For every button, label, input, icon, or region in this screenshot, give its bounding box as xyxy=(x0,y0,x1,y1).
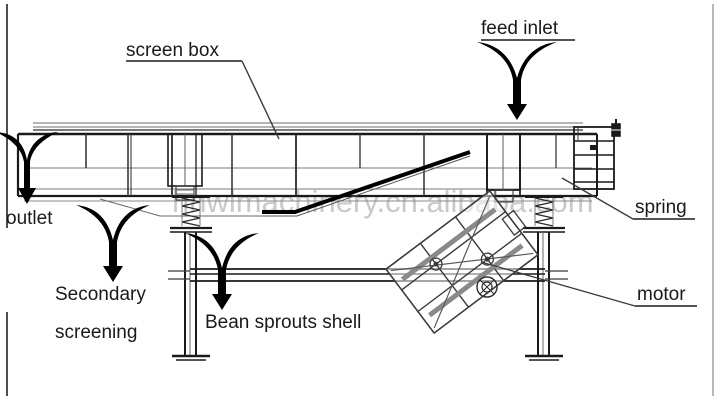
outlet-arrow-icon xyxy=(0,132,58,204)
left-spring-coil xyxy=(170,196,212,233)
page-border xyxy=(6,4,714,396)
right-spring-coil xyxy=(523,196,565,233)
callout-screen-box: screen box xyxy=(126,40,280,140)
leader-screen-box xyxy=(241,60,280,140)
leader-spring xyxy=(561,177,634,220)
callout-motor: motor xyxy=(480,261,697,307)
callout-bean-sprouts-shell: Bean sprouts shell xyxy=(185,233,361,333)
secondary-screening-arrow-icon xyxy=(76,205,150,282)
label-motor: motor xyxy=(637,284,686,305)
label-secondary-screening-line1: Secondary xyxy=(55,284,146,305)
vibrating-motor-assembly xyxy=(384,189,540,335)
feed-inlet-arrow-icon xyxy=(477,42,557,120)
right-end-stepped-housing xyxy=(573,119,622,190)
callout-secondary-screening: Secondary screening xyxy=(55,205,150,343)
bean-sprouts-shell-arrow-icon xyxy=(185,233,259,310)
callout-outlet: outlet xyxy=(0,132,58,229)
leader-motor xyxy=(480,261,636,307)
corner-bracket xyxy=(610,119,622,137)
label-secondary-screening-line2: screening xyxy=(55,322,137,343)
right-support-leg xyxy=(525,232,563,361)
label-screen-box: screen box xyxy=(126,40,219,61)
label-feed-inlet: feed inlet xyxy=(481,18,559,39)
callout-feed-inlet: feed inlet xyxy=(477,18,575,120)
motor-shaft-hub xyxy=(476,276,498,298)
callout-spring: spring xyxy=(561,177,695,220)
label-bean-sprouts-shell: Bean sprouts shell xyxy=(205,312,361,333)
left-support-leg xyxy=(172,232,210,361)
label-spring: spring xyxy=(635,197,687,218)
label-outlet: outlet xyxy=(6,208,53,229)
